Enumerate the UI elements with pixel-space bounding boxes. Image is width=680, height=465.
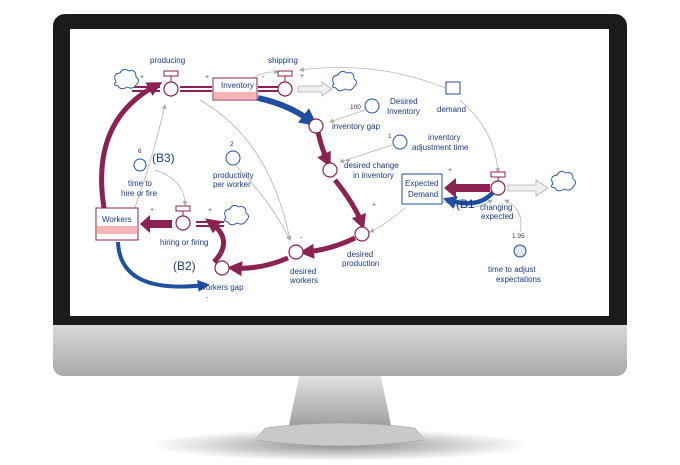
- blue-arrow-workers-gap: [116, 241, 210, 292]
- link-desiredinv-gap: [329, 109, 366, 124]
- monitor-base: [254, 422, 426, 447]
- arrow-production-desiredworkers: [299, 235, 357, 259]
- valve-shipping[interactable]: shipping: [268, 56, 298, 97]
- time-to-hire-label-1: time to: [128, 179, 153, 188]
- flow-hiring-label: hiring or firing: [160, 238, 208, 247]
- aux-desired-production[interactable]: desired production: [342, 226, 379, 268]
- adjustment-time-label-1: inventory: [428, 133, 460, 142]
- sign-minus: -: [206, 295, 209, 302]
- sign-plus: +: [150, 207, 154, 214]
- sign-minus: -: [262, 74, 265, 81]
- productivity-label-2: per worker: [213, 180, 251, 189]
- aux-time-to-hire[interactable]: 6 time to hire or fire: [121, 148, 158, 198]
- aux-adjustment-time[interactable]: 1 inventory adjustment time: [388, 133, 469, 152]
- productivity-value: 2: [230, 141, 234, 148]
- monitor-stand: [288, 372, 392, 430]
- pipe-hiring-arrow: [140, 215, 172, 233]
- link-timehire-hiring: [154, 169, 188, 206]
- productivity-label-1: productivity: [213, 171, 253, 180]
- aux-productivity[interactable]: 2 productivity per worker: [213, 141, 253, 189]
- link-timeadjust-changing: [504, 199, 522, 233]
- desired-inventory-label-2: Inventory: [387, 107, 420, 116]
- cloud-icon: [113, 68, 139, 90]
- cloud-icon: [223, 204, 249, 226]
- sign-plus: +: [205, 74, 209, 81]
- pipe-shipping-out: [297, 81, 333, 97]
- sign-plus: +: [346, 158, 350, 165]
- diagram: Inventory producing: [95, 56, 576, 302]
- stock-inventory[interactable]: Inventory: [212, 77, 258, 101]
- aux-desired-inventory[interactable]: 100 Desired Inventory: [350, 97, 420, 116]
- sign-plus: +: [300, 73, 304, 80]
- link-demand-shipping: [299, 67, 451, 91]
- desired-inventory-value: 100: [350, 104, 361, 111]
- loop-b1-label: (B1: [456, 197, 475, 211]
- pipe-changing-out: [507, 179, 549, 197]
- arrow-change-production: [333, 178, 366, 230]
- sign-plus: +: [218, 250, 222, 257]
- desired-change-label-2: in inventory: [353, 171, 394, 180]
- adjustment-time-label-2: adjustment time: [412, 143, 469, 152]
- stock-expected-demand[interactable]: Expected Demand: [401, 173, 443, 205]
- desired-inventory-label-1: Desired: [390, 97, 418, 106]
- sign-plus: +: [140, 74, 144, 81]
- desired-production-label-2: production: [342, 259, 379, 268]
- time-to-adjust-value: 1.95: [512, 233, 525, 240]
- sign-plus: +: [448, 167, 452, 174]
- time-to-adjust-label-1: time to adjust: [488, 265, 536, 274]
- link-adjtime-change: [339, 144, 393, 164]
- monitor-chin: [53, 325, 627, 376]
- valve-producing[interactable]: producing: [150, 56, 185, 97]
- aux-workers-gap[interactable]: workers gap: [199, 260, 244, 292]
- arrow-gap-change: [315, 131, 331, 168]
- desired-change-label-1: desired change: [344, 161, 399, 170]
- workers-gap-label: workers gap: [199, 283, 244, 292]
- link-inventory-workers: [199, 99, 292, 241]
- inventory-gap-label: inventory gap: [332, 122, 381, 131]
- stock-expected-label-2: Demand: [408, 190, 438, 199]
- flow-producing-label: producing: [150, 56, 185, 65]
- aux-inventory-gap[interactable]: inventory gap: [308, 118, 381, 134]
- link-productivity-desiredworkers: [234, 164, 291, 241]
- link-expdemand-production: [369, 207, 406, 233]
- arrow-workers-producing: [99, 82, 163, 209]
- loop-b2-label: (B2): [173, 259, 196, 273]
- aux-desired-change[interactable]: desired change in inventory: [322, 161, 399, 180]
- sign-minus: -: [300, 235, 303, 242]
- sign-plus: +: [208, 207, 212, 214]
- arrow-desiredworkers-gap: [227, 255, 289, 277]
- desired-workers-label-2: workers: [289, 276, 318, 285]
- stock-expected-label-1: Expected: [405, 179, 438, 188]
- time-to-adjust-label-2: expectations: [496, 275, 541, 284]
- demand-label: demand: [437, 105, 466, 114]
- stock-workers-label: Workers: [102, 215, 132, 224]
- aux-desired-workers[interactable]: desired workers: [288, 244, 318, 285]
- cloud-icon: [550, 170, 576, 192]
- cloud-icon: [331, 70, 357, 92]
- flow-changing-label-2: expected: [481, 212, 513, 221]
- adjustment-time-value: 1: [388, 133, 392, 140]
- stock-workers[interactable]: Workers: [95, 207, 139, 241]
- sign-plus: +: [372, 202, 376, 209]
- blue-arrow-inventory-gap: [257, 95, 318, 127]
- time-to-hire-value: 6: [138, 148, 142, 155]
- stock-inventory-label: Inventory: [221, 81, 254, 90]
- flow-changing-label-1: changing: [480, 203, 512, 212]
- desired-production-label-1: desired: [347, 250, 373, 259]
- desired-workers-label-1: desired: [290, 267, 316, 276]
- aux-demand[interactable]: demand: [437, 81, 466, 114]
- loop-b3-label: (B3): [152, 151, 175, 165]
- valve-hiring[interactable]: hiring or firing: [160, 205, 208, 247]
- valve-changing-expected[interactable]: changing expected: [480, 171, 513, 221]
- aux-time-to-adjust[interactable]: 1.95 time to adjust expectations: [488, 233, 541, 284]
- link-demand-changing: [459, 99, 501, 173]
- flow-shipping-label: shipping: [268, 56, 298, 65]
- pipe-changing-arrow: [444, 178, 490, 198]
- time-to-hire-label-2: hire or fire: [121, 189, 158, 198]
